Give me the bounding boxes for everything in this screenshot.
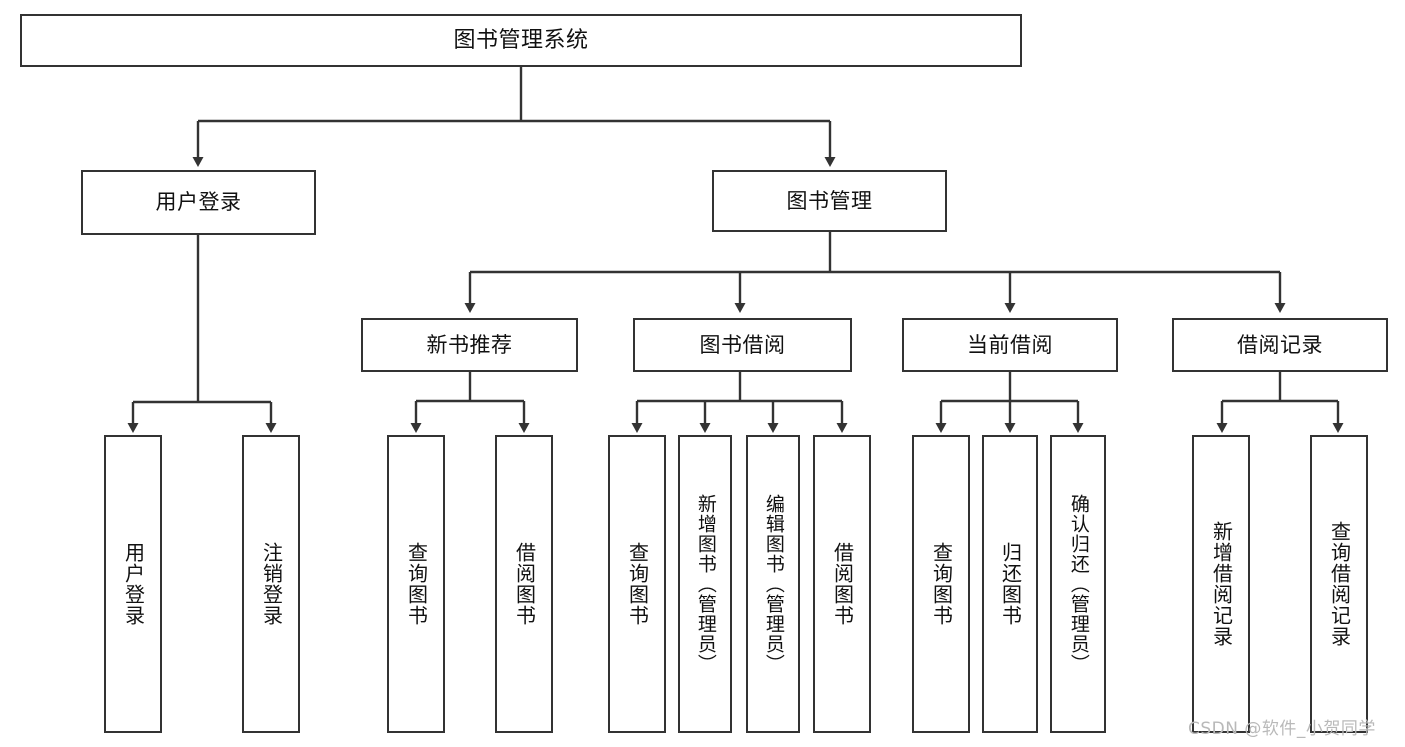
leaf-query-book-current[interactable]: 查询图书	[912, 435, 970, 733]
node-label: 图书借阅	[699, 332, 786, 357]
node-user-login[interactable]: 用户登录	[81, 170, 316, 235]
node-new-book-recommend[interactable]: 新书推荐	[361, 318, 578, 372]
node-label: 查询图书	[929, 542, 954, 626]
leaf-add-book-admin[interactable]: 新增图书（管理员）	[678, 435, 732, 733]
leaf-add-borrow-record[interactable]: 新增借阅记录	[1192, 435, 1250, 733]
node-label: 新增图书（管理员）	[694, 494, 717, 674]
node-label: 查询图书	[404, 542, 429, 626]
node-label: 图书管理	[786, 188, 873, 213]
node-book-borrow[interactable]: 图书借阅	[633, 318, 852, 372]
node-label: 编辑图书（管理员）	[762, 494, 785, 674]
node-book-management[interactable]: 图书管理	[712, 170, 947, 232]
node-root-system[interactable]: 图书管理系统	[20, 14, 1022, 67]
leaf-user-login[interactable]: 用户登录	[104, 435, 162, 733]
node-label: 确认归还（管理员）	[1067, 494, 1090, 674]
leaf-edit-book-admin[interactable]: 编辑图书（管理员）	[746, 435, 800, 733]
node-borrow-record[interactable]: 借阅记录	[1172, 318, 1388, 372]
node-label: 新书推荐	[426, 332, 513, 357]
node-label: 当前借阅	[967, 332, 1053, 357]
node-label: 图书管理系统	[453, 27, 589, 53]
node-label: 用户登录	[121, 542, 146, 626]
node-label: 注销登录	[259, 542, 284, 626]
node-label: 借阅图书	[830, 542, 855, 626]
leaf-query-book-borrow[interactable]: 查询图书	[608, 435, 666, 733]
node-label: 归还图书	[998, 542, 1023, 626]
leaf-return-book[interactable]: 归还图书	[982, 435, 1038, 733]
node-label: 查询借阅记录	[1327, 521, 1352, 647]
node-current-borrow[interactable]: 当前借阅	[902, 318, 1118, 372]
node-label: 新增借阅记录	[1209, 521, 1234, 647]
leaf-logout[interactable]: 注销登录	[242, 435, 300, 733]
leaf-query-borrow-record[interactable]: 查询借阅记录	[1310, 435, 1368, 733]
node-label: 用户登录	[155, 190, 242, 215]
leaf-borrow-book-recommend[interactable]: 借阅图书	[495, 435, 553, 733]
leaf-confirm-return-admin[interactable]: 确认归还（管理员）	[1050, 435, 1106, 733]
leaf-borrow-book[interactable]: 借阅图书	[813, 435, 871, 733]
node-label: 借阅图书	[512, 542, 537, 626]
node-label: 查询图书	[625, 542, 650, 626]
node-label: 借阅记录	[1237, 332, 1323, 357]
leaf-query-book-recommend[interactable]: 查询图书	[387, 435, 445, 733]
